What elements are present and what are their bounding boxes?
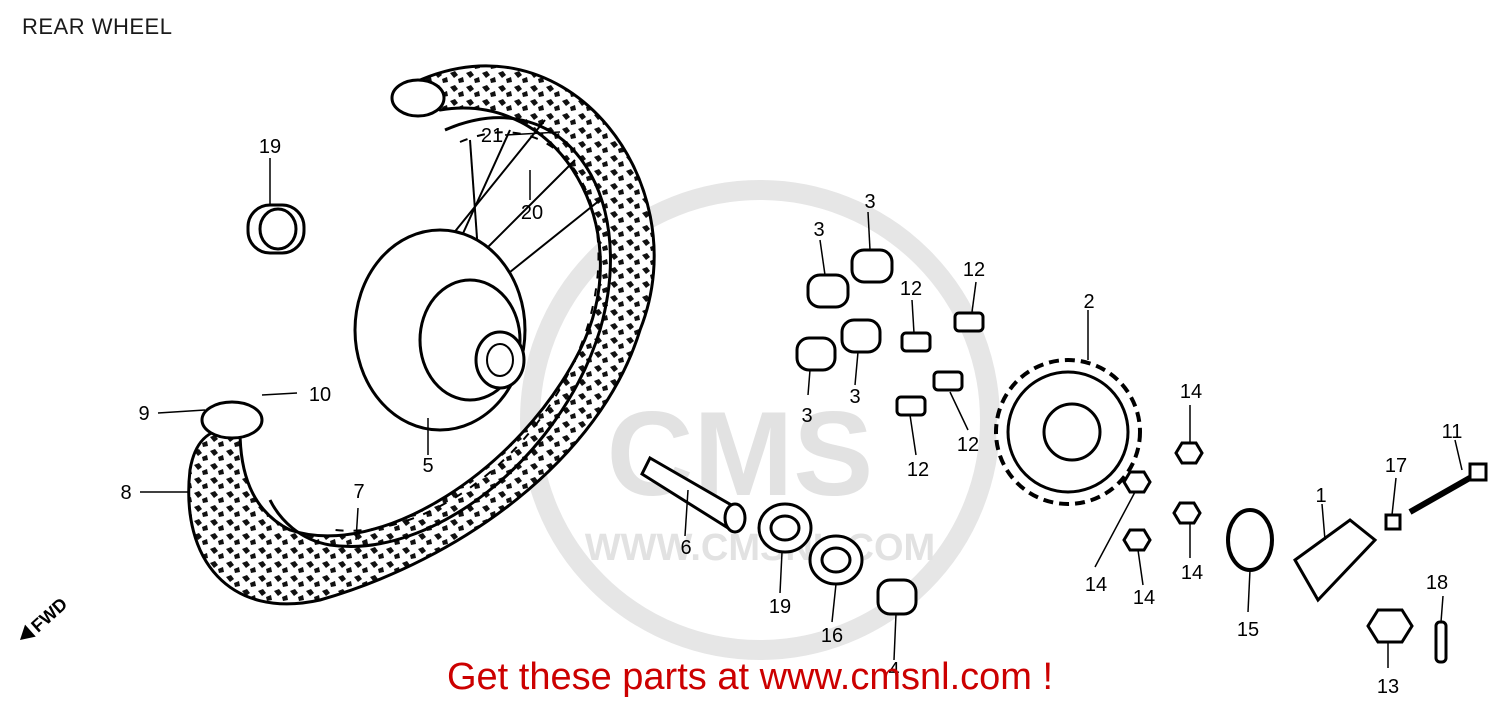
axle-nut (1366, 608, 1414, 644)
circlip (1226, 508, 1274, 572)
dampers (795, 248, 894, 372)
callout-14: 14 (1085, 574, 1107, 596)
sprocket (994, 358, 1142, 506)
oil-seal (808, 534, 864, 586)
callouts: 1 2 3 3 3 3 4 5 6 7 8 9 10 11 12 12 12 1… (120, 125, 1462, 698)
callout-14: 14 (1181, 562, 1203, 584)
axle-bolt (1408, 462, 1488, 515)
adjuster-nut (1384, 513, 1402, 531)
callout-8: 8 (120, 482, 131, 504)
fwd-arrow-icon (20, 624, 36, 640)
callout-9: 9 (138, 403, 149, 425)
callout-12: 12 (963, 259, 985, 281)
bearing-left (246, 203, 306, 255)
callout-7: 7 (353, 481, 364, 503)
chain-adjuster (1293, 518, 1378, 603)
callout-21: 21 (481, 125, 503, 147)
bearing-right (757, 502, 813, 554)
studs (895, 311, 985, 417)
callout-11: 11 (1442, 421, 1463, 443)
callout-3: 3 (813, 219, 824, 241)
callout-12: 12 (907, 459, 929, 481)
callout-17: 17 (1385, 455, 1407, 477)
watermark: CMS WWW.CMSNL.COM (520, 180, 1000, 660)
callout-6: 6 (680, 537, 691, 559)
callout-2: 2 (1083, 291, 1094, 313)
callout-20: 20 (521, 202, 543, 224)
fwd-label: FWD (27, 594, 71, 636)
callout-12: 12 (957, 434, 979, 456)
callout-15: 15 (1237, 619, 1259, 641)
callout-18: 18 (1426, 572, 1448, 594)
distance-collar (640, 455, 747, 534)
callout-16: 16 (821, 625, 843, 647)
side-collar (876, 578, 918, 616)
callout-3: 3 (801, 405, 812, 427)
callout-3: 3 (849, 386, 860, 408)
callout-13: 13 (1377, 676, 1399, 698)
callout-12: 12 (900, 278, 922, 300)
callout-4: 4 (888, 659, 899, 681)
callout-19: 19 (769, 596, 791, 618)
leader-lines (140, 131, 1463, 668)
footer-link-text[interactable]: Get these parts at www.cmsnl.com ! (446, 656, 1054, 698)
callout-19: 19 (259, 136, 281, 158)
tire (187, 64, 656, 606)
hub (353, 228, 527, 432)
callout-3: 3 (864, 191, 875, 213)
fwd-marker: FWD (20, 594, 71, 640)
callout-5: 5 (422, 455, 433, 477)
callout-1: 1 (1315, 485, 1326, 507)
callout-10: 10 (309, 384, 331, 406)
callout-14: 14 (1133, 587, 1155, 609)
nuts (1122, 441, 1204, 552)
page-title: REAR WHEEL (22, 14, 173, 39)
callout-14: 14 (1180, 381, 1202, 403)
watermark-logo: CMS (607, 387, 874, 521)
rim (268, 116, 612, 548)
